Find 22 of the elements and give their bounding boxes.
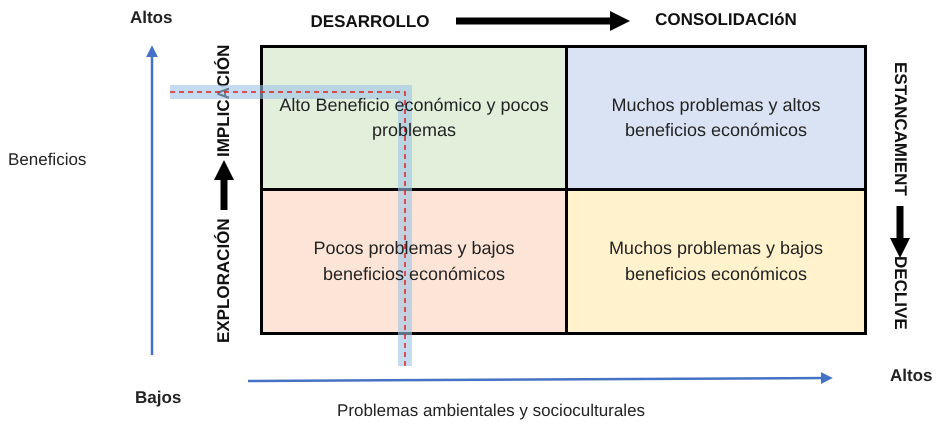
axis-label: Bajos	[135, 388, 182, 408]
arrow	[456, 11, 630, 31]
quadrant-text: Muchos problemas y altos beneficios económicos	[610, 94, 822, 142]
axis-title: Problemas ambientales y socioculturales	[337, 401, 646, 421]
arrow	[214, 160, 234, 210]
quadrant-box	[260, 45, 568, 191]
phase-label: EXPLORACIÓN	[208, 214, 240, 348]
quadrant-box	[565, 45, 867, 191]
phase-label: ESTANCAMIENT	[884, 56, 916, 202]
quadrant-box	[565, 188, 867, 335]
phase-label: DESARROLLO	[290, 8, 450, 36]
phase-label: CONSOLIDACIóN	[628, 6, 824, 34]
arrow	[890, 206, 910, 258]
axis-title: Beneficios	[8, 150, 86, 170]
axis-label: Altos	[130, 8, 172, 28]
axis-label: Altos	[890, 366, 932, 386]
phase-label: DECLIVE	[884, 254, 916, 332]
quadrant-text: Pocos problemas y bajos beneficios económicos	[312, 237, 516, 286]
quadrant-text: Muchos problemas y bajos beneficios económicos	[608, 237, 824, 286]
phase-label: IMPLICACIÓN	[208, 38, 240, 164]
quadrant-text: Alto Beneficio económico y pocos problemas	[278, 94, 550, 142]
quadrant-box	[260, 188, 568, 335]
